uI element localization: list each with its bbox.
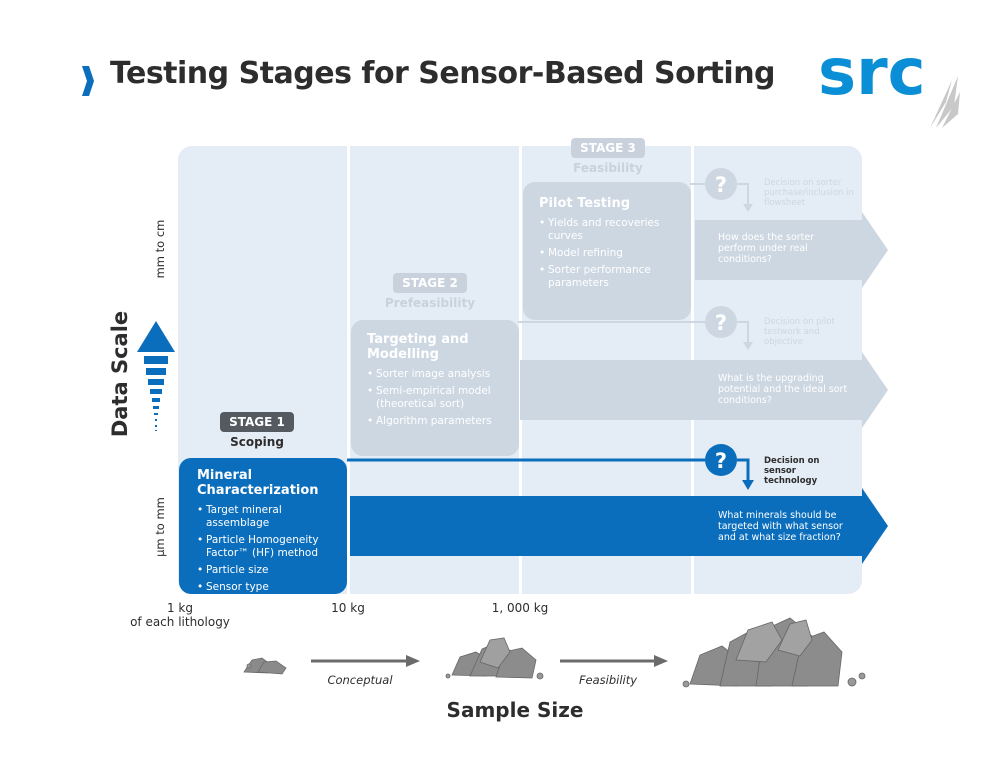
- list-item: Sorter performance parameters: [539, 264, 675, 290]
- x-tick-1kg: 1 kg of each lithology: [130, 601, 230, 629]
- x-tick-10kg: 10 kg: [331, 601, 365, 615]
- x-axis-label: Sample Size: [446, 698, 584, 722]
- list-item: Sensor type: [197, 581, 335, 594]
- x-tick-1000kg: 1, 000 kg: [491, 601, 549, 615]
- stage-3-title: Pilot Testing: [539, 196, 631, 211]
- title-chevron-icon: [82, 66, 94, 96]
- stage-1-outcome: What minerals should be targeted with wh…: [718, 510, 843, 543]
- stage-3-subtitle: Feasibility: [573, 161, 643, 175]
- stage-1-badge: STAGE 1: [220, 412, 294, 432]
- stage-2-decision: Decision on pilot testwork and objective: [764, 317, 835, 347]
- y-axis-label: Data Scale: [108, 310, 132, 438]
- list-item: Yields and recoveries curves: [539, 217, 675, 243]
- y-scale-top-label: mm to cm: [153, 219, 167, 279]
- data-scale-arrow-icon: [137, 321, 175, 352]
- stage-2-title: Targeting and Modelling: [367, 332, 469, 362]
- flow-label-conceptual: Conceptual: [327, 673, 393, 687]
- stage-1-box: Mineral Characterization Target mineral …: [179, 458, 347, 594]
- column-divider: [347, 146, 350, 594]
- stage-2-list: Sorter image analysis Semi-empirical mod…: [367, 368, 503, 428]
- y-scale-bottom-label: µm to mm: [153, 497, 167, 557]
- stage-2-badge: STAGE 2: [393, 273, 467, 293]
- svg-text:?: ?: [715, 173, 727, 197]
- logo-text: src: [818, 36, 926, 110]
- stage-1-outcome-arrow: [350, 488, 888, 564]
- list-item: Sorter image analysis: [367, 368, 503, 381]
- stage-3-outcome-arrow: [695, 212, 888, 288]
- stage-2-subtitle: Prefeasibility: [384, 296, 476, 310]
- stage-3-list: Yields and recoveries curves Model refin…: [539, 217, 675, 290]
- svg-text:?: ?: [715, 311, 727, 335]
- stage-1-subtitle: Scoping: [230, 435, 284, 449]
- stage-1-title: Mineral Characterization: [197, 468, 319, 498]
- page-title: Testing Stages for Sensor-Based Sorting: [110, 56, 776, 91]
- decision-3-icon: [705, 168, 737, 200]
- src-logo: src: [818, 36, 968, 132]
- stage-2-box: Targeting and Modelling Sorter image ana…: [351, 320, 519, 456]
- stage-1-list: Target mineral assemblage Particle Homog…: [197, 504, 335, 594]
- svg-text:?: ?: [715, 449, 727, 473]
- flow-label-feasibility: Feasibility: [578, 673, 638, 687]
- list-item: Algorithm parameters: [367, 415, 503, 428]
- decision-2-icon: [705, 306, 737, 338]
- list-item: Particle size: [197, 564, 335, 577]
- list-item: Particle Homogeneity Factor™ (HF) method: [197, 534, 335, 560]
- stage-3-decision: Decision on sorter purchase/inclusion in…: [764, 178, 854, 208]
- flow-arrow-1-icon: [406, 655, 420, 667]
- stage-3-badge: STAGE 3: [571, 138, 645, 158]
- large-rock-pile-icon: [682, 617, 866, 688]
- list-item: Target mineral assemblage: [197, 504, 335, 530]
- decision-1-icon: [705, 444, 737, 476]
- stage-3-outcome: How does the sorter perform under real c…: [718, 232, 815, 265]
- small-rock-pile-icon: [243, 657, 287, 675]
- stage-3-box: Pilot Testing Yields and recoveries curv…: [523, 182, 691, 320]
- stage-2-outcome-arrow: [520, 352, 888, 428]
- flow-arrow-2-icon: [654, 655, 668, 667]
- medium-rock-pile-icon: [445, 637, 544, 680]
- list-item: Model refining: [539, 247, 675, 260]
- list-item: Semi-empirical model (theoretical sort): [367, 385, 503, 411]
- stage-2-outcome: What is the upgrading potential and the …: [718, 373, 848, 406]
- stage-1-decision: Decision on sensor technology: [764, 456, 820, 486]
